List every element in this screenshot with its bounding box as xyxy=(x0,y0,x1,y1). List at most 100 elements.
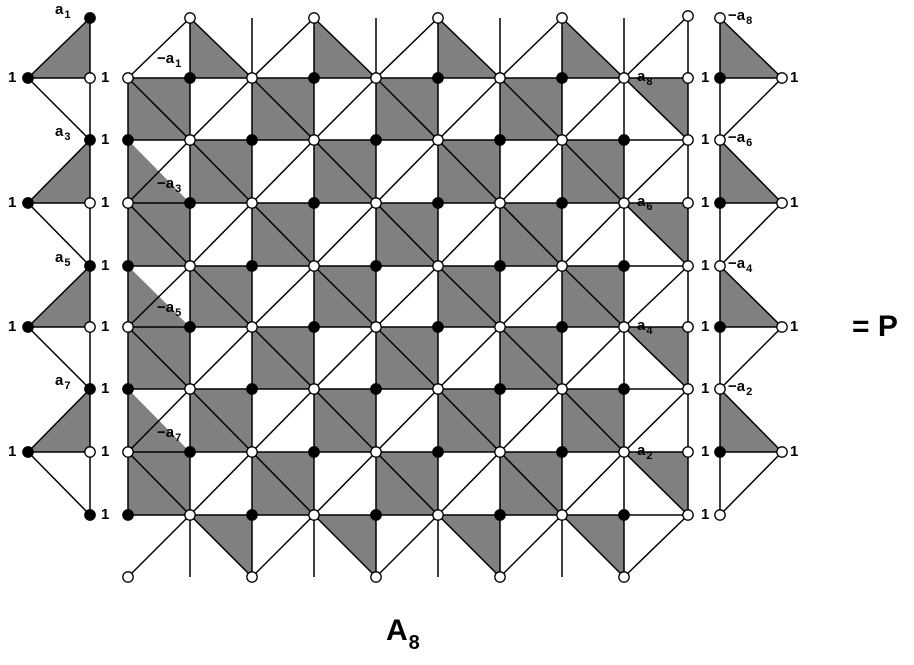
lattice-node xyxy=(308,321,320,333)
lattice-node xyxy=(308,509,320,521)
label-base: a xyxy=(55,123,64,140)
label-base: −a xyxy=(157,299,175,316)
left-node xyxy=(84,383,96,395)
lattice-node xyxy=(556,383,568,395)
cell-diagonal xyxy=(623,77,689,141)
cell-diagonal xyxy=(375,77,439,141)
cell-diagonal xyxy=(189,388,253,453)
lattice-node xyxy=(184,134,196,146)
lattice-node xyxy=(618,197,630,209)
label-base: a xyxy=(55,1,64,18)
label-subscript: 1 xyxy=(64,9,71,21)
cell-diagonal xyxy=(623,451,689,516)
cell-diagonal xyxy=(437,139,501,204)
lattice-node xyxy=(122,72,134,84)
cell-diagonal xyxy=(499,77,563,141)
lattice-edges xyxy=(27,15,783,578)
lattice-node xyxy=(556,260,568,272)
one-label: 1 xyxy=(701,70,709,85)
lattice-node xyxy=(432,446,444,458)
lattice-node xyxy=(122,321,134,333)
cell-diagonal xyxy=(499,388,563,453)
one-label: 1 xyxy=(101,319,109,334)
label-subscript: 6 xyxy=(646,201,653,213)
lattice-node xyxy=(184,260,196,272)
cell-diagonal xyxy=(127,265,191,328)
label-base: 1 xyxy=(701,131,710,148)
lattice-node xyxy=(184,509,196,521)
label-base: 1 xyxy=(790,443,799,460)
label-base: 1 xyxy=(701,194,710,211)
right-coefficient-label: −a2 xyxy=(728,378,752,398)
label-base: 1 xyxy=(790,194,799,211)
diagram-caption: A8 xyxy=(386,616,420,654)
cell-diagonal xyxy=(313,202,377,267)
lattice-node xyxy=(556,134,568,146)
inner-right-coefficient-label: a4 xyxy=(637,317,652,337)
lattice-node xyxy=(682,321,694,333)
top-node xyxy=(682,10,694,22)
right-node xyxy=(714,12,726,24)
label-base: 1 xyxy=(101,257,110,274)
lattice-node xyxy=(308,383,320,395)
cell-diagonal xyxy=(251,202,315,267)
label-subscript: 7 xyxy=(64,380,71,392)
cell-diagonal xyxy=(127,451,191,516)
top-zigzag-line xyxy=(313,17,377,79)
lattice-node xyxy=(682,509,694,521)
right-coefficient-label: −a8 xyxy=(728,8,752,27)
cell-diagonal xyxy=(251,326,315,390)
cell-diagonal xyxy=(251,388,315,453)
left-node xyxy=(84,321,96,333)
label-subscript: 2 xyxy=(746,386,753,398)
cell-diagonal xyxy=(623,388,689,453)
cell-diagonal xyxy=(561,139,625,204)
left-node xyxy=(84,12,96,24)
cell-diagonal xyxy=(251,139,315,204)
one-label: 1 xyxy=(790,444,798,459)
bottom-zigzag-line xyxy=(499,514,563,578)
left-node xyxy=(22,72,34,84)
lattice-node xyxy=(682,197,694,209)
cell-diagonal xyxy=(561,388,625,453)
top-zigzag-line xyxy=(561,17,625,79)
top-node xyxy=(432,12,444,24)
lattice-node xyxy=(246,260,258,272)
right-strip-line xyxy=(719,451,783,516)
label-base: 1 xyxy=(790,318,799,335)
cell-diagonal xyxy=(251,451,315,516)
lattice-node xyxy=(370,197,382,209)
label-base: 1 xyxy=(701,380,710,397)
lattice-node xyxy=(246,509,258,521)
left-strip-line xyxy=(27,451,91,516)
label-subscript: 1 xyxy=(175,58,182,70)
cell-diagonal xyxy=(561,202,625,267)
label-base: a xyxy=(637,68,646,85)
lattice-node xyxy=(432,509,444,521)
lattice-node xyxy=(556,321,568,333)
label-base: a xyxy=(637,317,646,334)
label-base: 1 xyxy=(101,69,110,86)
cell-diagonal xyxy=(561,265,625,328)
bottom-node xyxy=(618,571,630,583)
label-base: −a xyxy=(728,378,746,395)
label-subscript: 5 xyxy=(175,307,182,319)
cell-diagonal xyxy=(375,202,439,267)
top-node xyxy=(308,12,320,24)
bottom-zigzag-line xyxy=(623,514,689,578)
cell-diagonal xyxy=(437,265,501,328)
caption-subscript: 8 xyxy=(408,632,420,654)
label-base: −a xyxy=(157,175,175,192)
cell-diagonal xyxy=(623,326,689,390)
right-node xyxy=(714,321,726,333)
right-node xyxy=(776,446,788,458)
lattice-node xyxy=(246,197,258,209)
inner-left-coefficient-label: −a1 xyxy=(157,51,181,70)
cell-diagonal xyxy=(189,77,253,141)
inner-left-coefficient-label: −a7 xyxy=(157,425,181,444)
cell-diagonal xyxy=(437,451,501,516)
label-base: 1 xyxy=(8,318,17,335)
lattice-node xyxy=(370,134,382,146)
label-base: −a xyxy=(728,255,746,272)
cell-diagonal xyxy=(189,451,253,516)
